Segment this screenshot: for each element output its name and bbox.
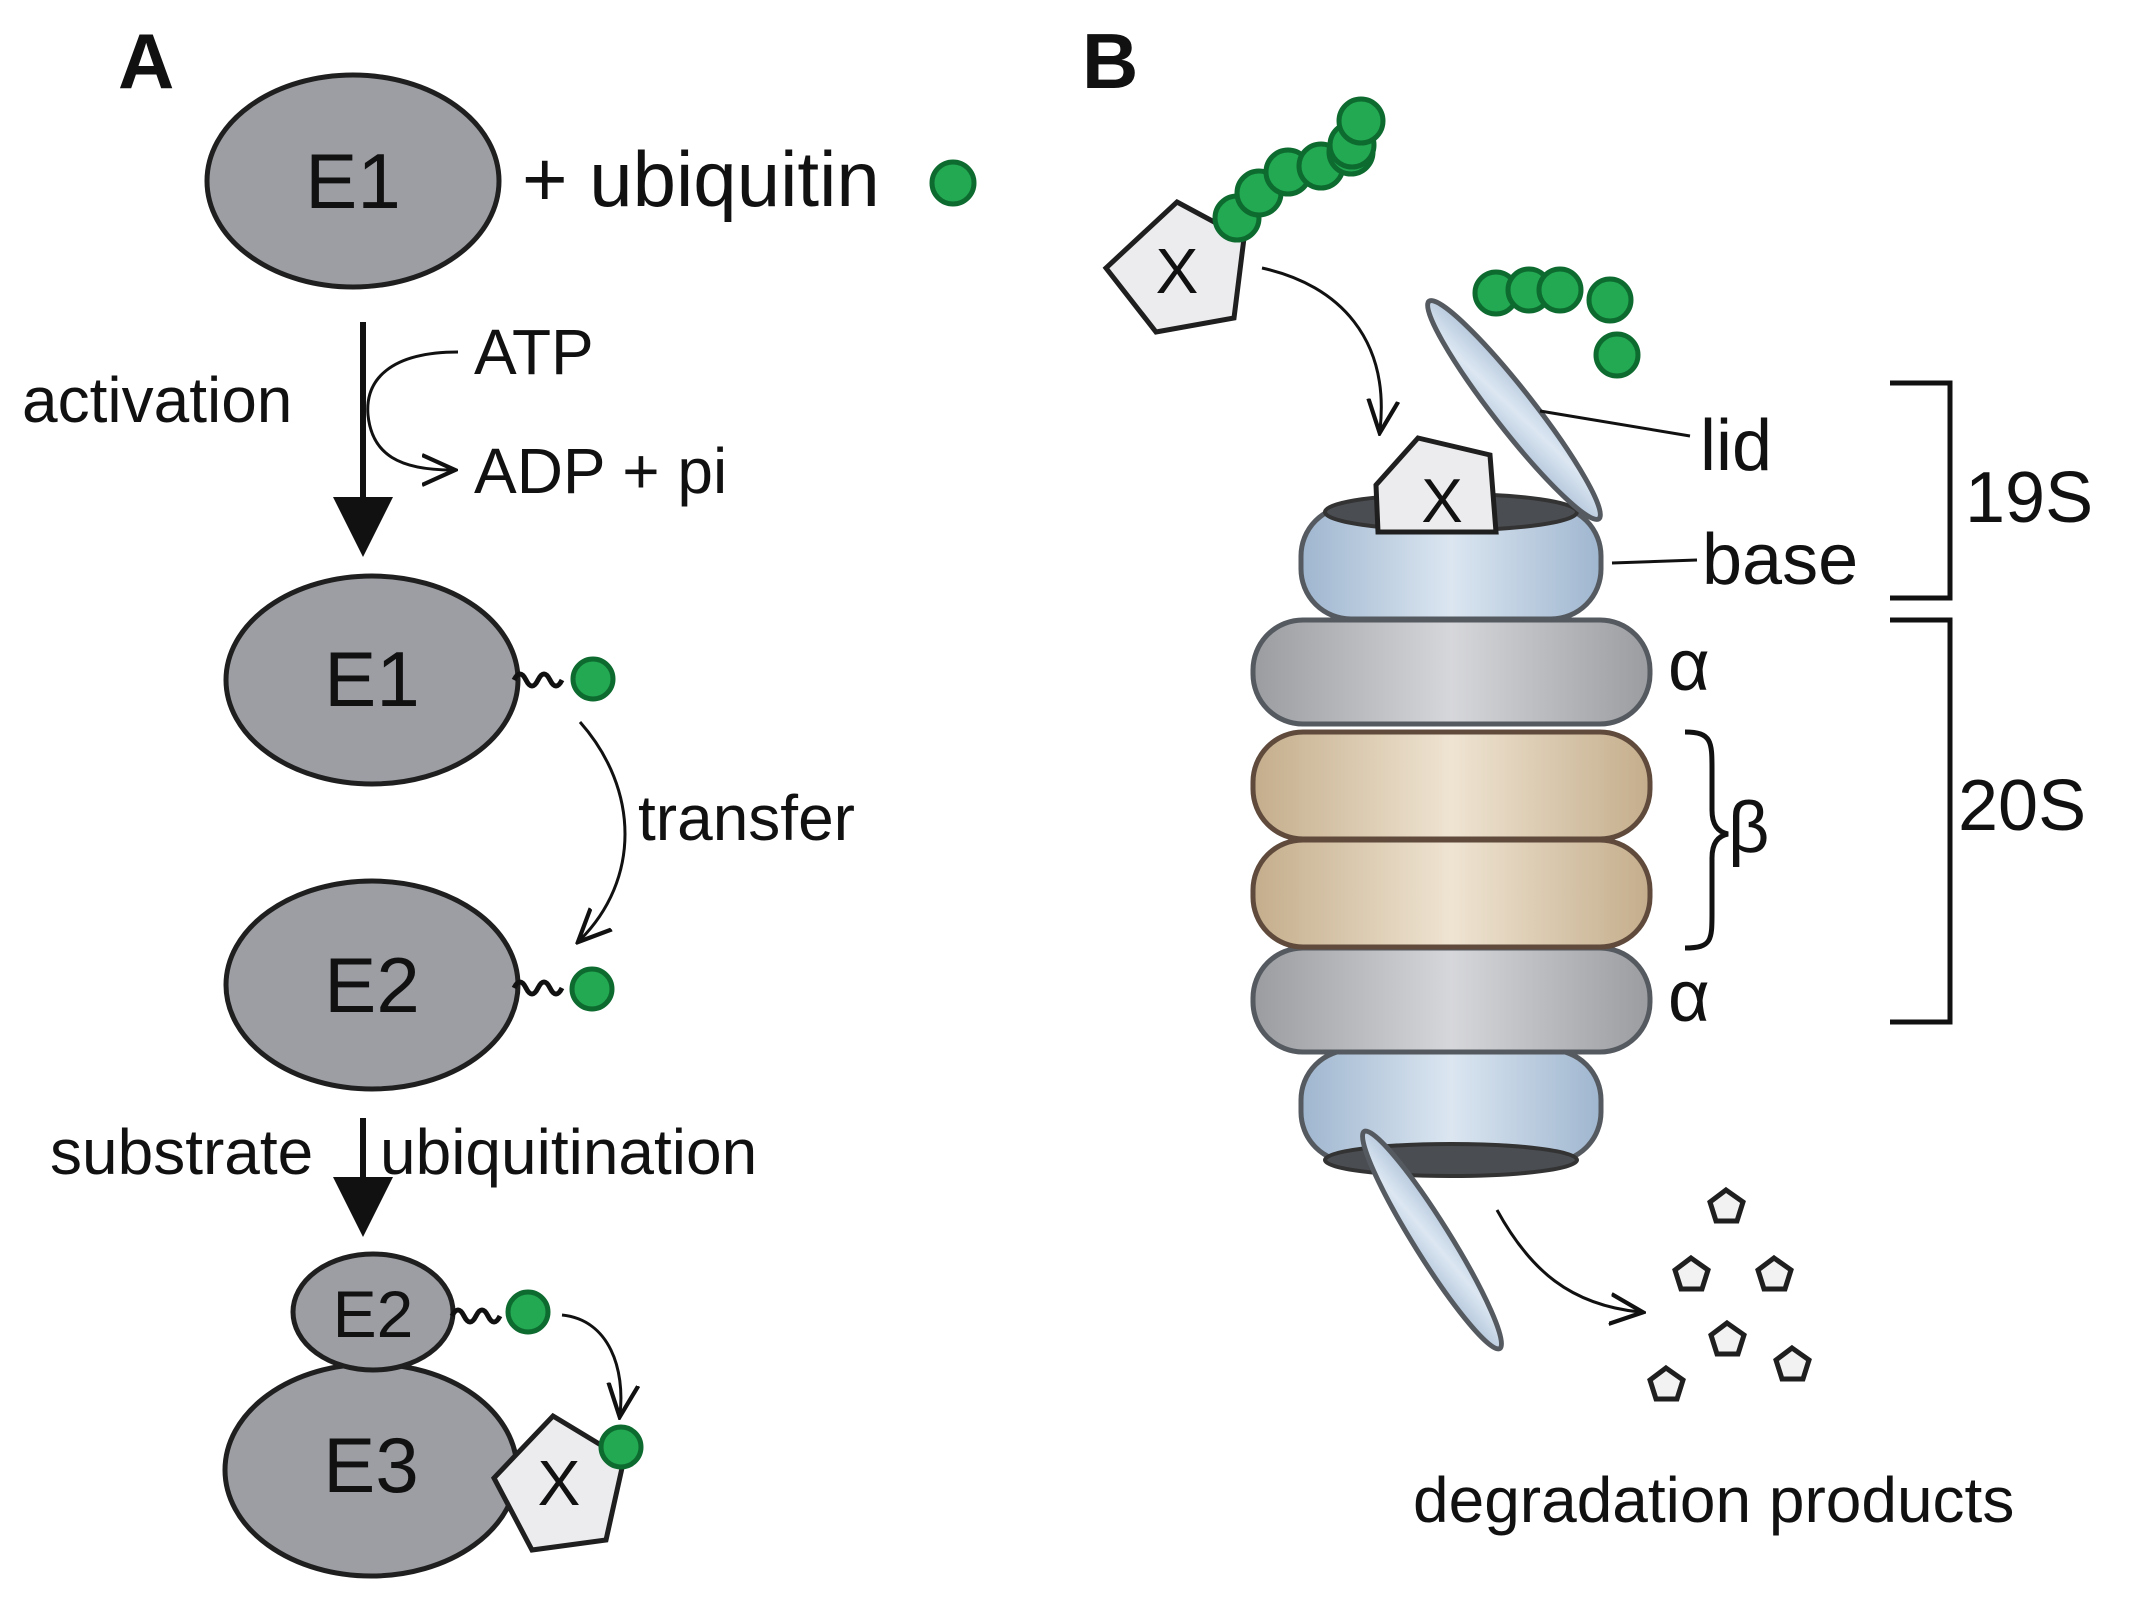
degradation-fragments: [1647, 1186, 1812, 1402]
ubiquitin-icon-e1: [570, 656, 616, 702]
transfer-arrow: [580, 721, 627, 940]
substrate-entering-icon: [1373, 435, 1499, 535]
beta-ring-top: [1250, 729, 1653, 842]
ubiquitin-chain-unit: [1336, 96, 1386, 146]
degradation-products-label: degradation products: [1413, 1464, 2014, 1536]
lid-leader-line: [1539, 409, 1691, 438]
alpha-bottom-label: α: [1668, 957, 1710, 1037]
nineteen-s-bracket: [1890, 380, 1953, 601]
substrate-label: substrate: [50, 1116, 313, 1188]
e2-complex-label: E2: [333, 1277, 414, 1351]
lid-bottom: [1359, 1128, 1505, 1352]
panel-label-b: B: [1082, 17, 1138, 105]
plus-ubiquitin-label: + ubiquitin: [522, 135, 880, 223]
base-ring-bottom: [1298, 1047, 1604, 1178]
ubiquitin-released: [1593, 331, 1641, 379]
peptide-fragment-icon: [1708, 1319, 1747, 1357]
peptide-fragment-icon: [1755, 1254, 1794, 1292]
ubiquitin-icon-attached: [598, 1424, 644, 1470]
peptide-fragment-icon: [1672, 1254, 1711, 1292]
e1-top-label: E1: [305, 137, 400, 225]
ubiquitination-label: ubiquitination: [380, 1116, 757, 1188]
alpha-ring-top: [1250, 617, 1653, 727]
substrate-x-label: X: [538, 1447, 581, 1519]
twenty-s-label: 20S: [1958, 766, 2086, 846]
ubiquitin-icon-e2: [569, 966, 615, 1012]
base-leader-line: [1611, 558, 1698, 565]
ubiquitin-icon-e2-complex: [505, 1289, 551, 1335]
e2-complex-linker: [449, 1307, 503, 1325]
polyubiquitin-chain: [1212, 96, 1386, 243]
peptide-fragment-icon: [1773, 1344, 1812, 1382]
peptide-fragment-icon: [1707, 1186, 1746, 1224]
substrate-entry-arrow: [1261, 266, 1381, 430]
ubiquitin-transfer-arrow: [561, 1313, 621, 1414]
peptide-fragment-icon: [1647, 1364, 1686, 1402]
ubiquitin-icon-free: [929, 159, 977, 207]
substrate-x-entering-label: X: [1421, 467, 1462, 536]
e1-enzyme-charged: [223, 573, 521, 787]
beta-brace: [1684, 729, 1729, 951]
e2-thioester-linker: [511, 979, 565, 997]
beta-ring-bottom: [1250, 837, 1653, 950]
lid-label: lid: [1700, 406, 1772, 486]
degradation-arrow: [1495, 1209, 1640, 1312]
e1-thioester-linker: [511, 671, 565, 689]
ubiquitin-released: [1586, 276, 1634, 324]
nineteen-s-label: 19S: [1965, 458, 2093, 538]
e3-label: E3: [323, 1421, 418, 1509]
e1-charged-label: E1: [324, 635, 419, 723]
adp-pi-label: ADP + pi: [474, 435, 727, 507]
activation-label: activation: [22, 364, 292, 436]
atp-label: ATP: [474, 316, 594, 388]
atp-hydrolysis-arrow: [366, 350, 458, 470]
substrate-x-free-label: X: [1156, 235, 1199, 307]
panel-label-a: A: [118, 17, 174, 105]
transfer-label: transfer: [638, 782, 855, 854]
alpha-top-label: α: [1668, 626, 1710, 706]
e2-charged-label: E2: [324, 941, 419, 1029]
ubiquitin-released: [1536, 266, 1584, 314]
beta-label: β: [1728, 788, 1769, 868]
alpha-ring-bottom: [1250, 945, 1653, 1055]
released-ubiquitins: [1472, 266, 1641, 379]
e1-enzyme-top: [204, 72, 502, 290]
lid-top: [1425, 298, 1603, 522]
base-label: base: [1702, 520, 1858, 600]
twenty-s-bracket: [1890, 617, 1953, 1025]
